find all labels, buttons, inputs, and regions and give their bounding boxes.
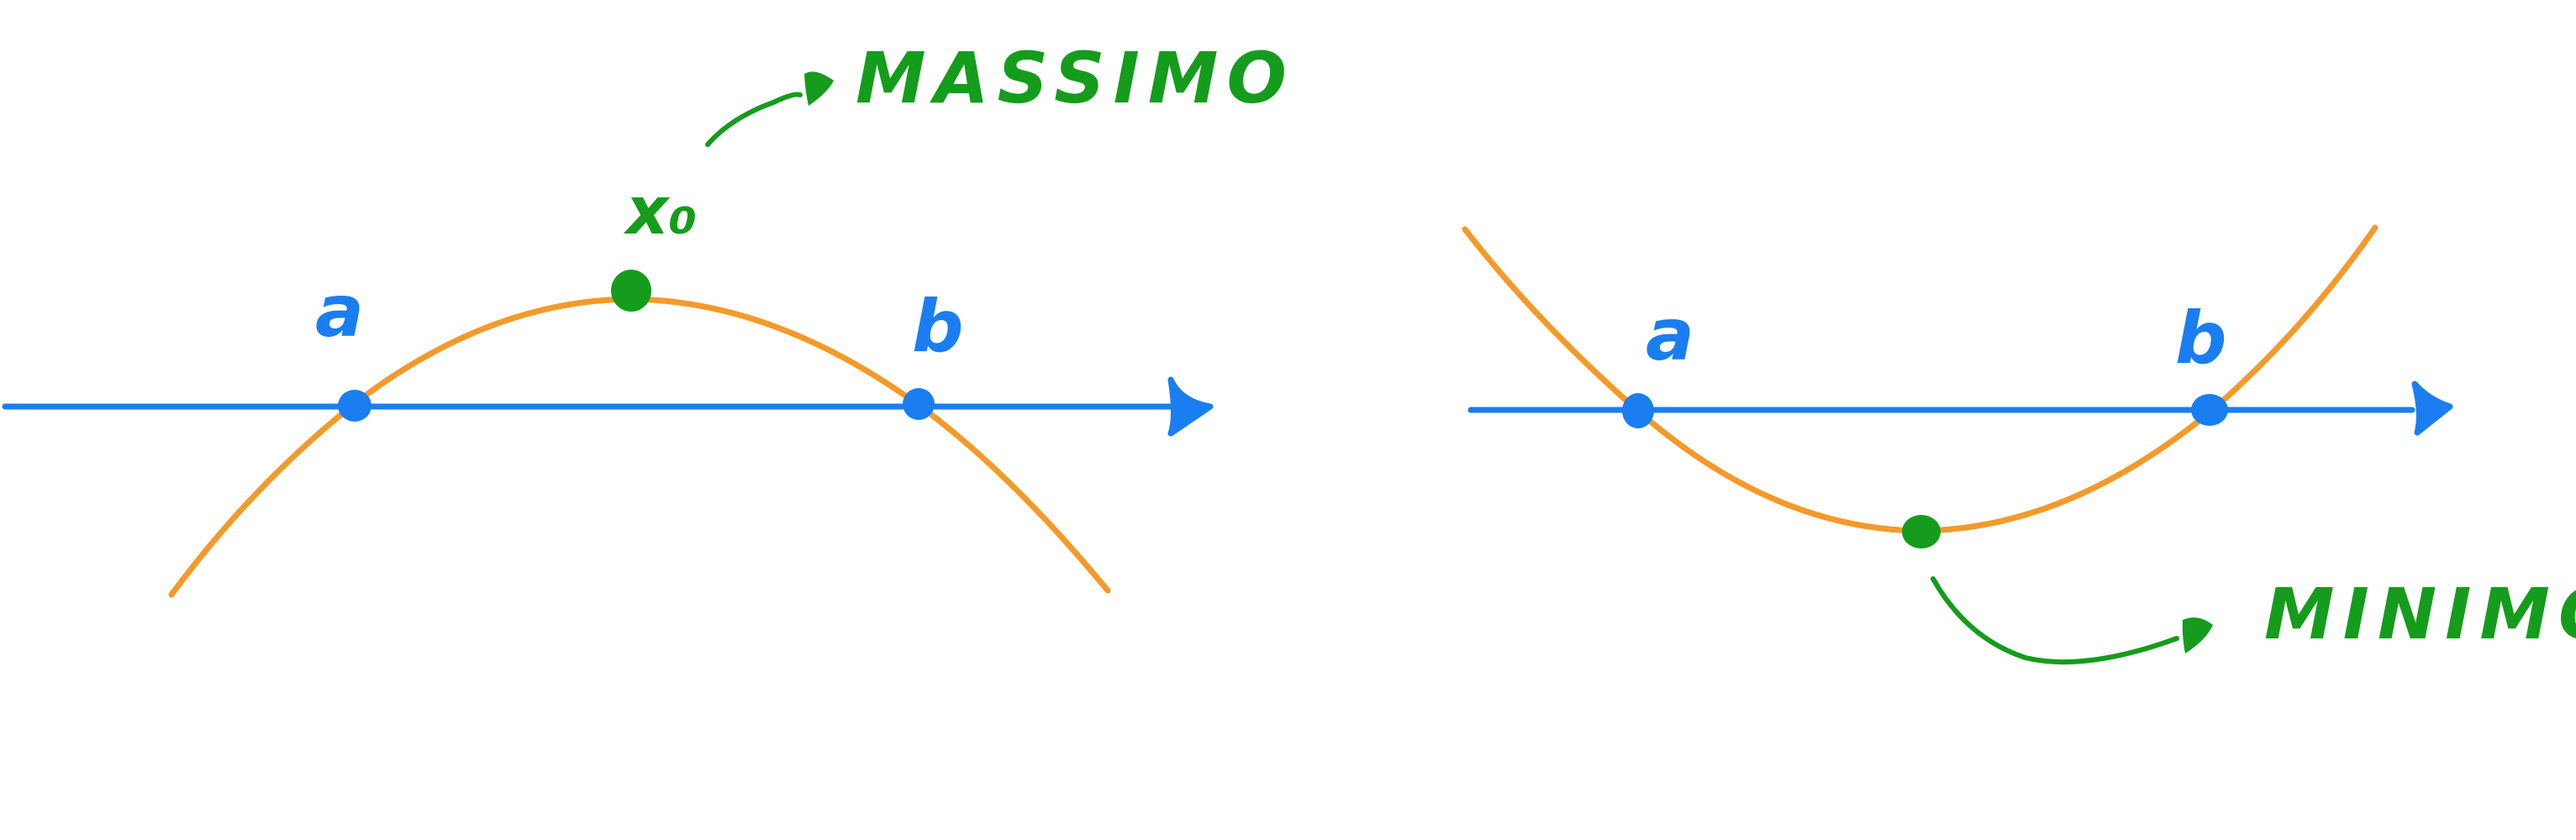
left-panel-maximum: a b x₀ MASSIMO [2,37,1295,598]
right-x-axis-arrowhead-icon [2411,381,2453,436]
right-label-minimo: MINIMO [2264,573,2576,655]
right-point-b [2191,394,2228,426]
left-label-x0: x₀ [623,174,697,249]
left-point-max [611,270,651,312]
left-annotation-arrowhead-icon [804,71,834,106]
left-x-axis-arrowhead-icon [1167,376,1214,437]
right-point-a [1622,393,1654,428]
right-panel-minimum: a b MINIMO [1462,224,2576,665]
left-label-b: b [912,285,964,369]
right-label-b: b [2175,297,2227,381]
left-point-b [903,388,935,420]
right-point-min [1902,515,1941,549]
right-curve-parabola [1462,224,2378,534]
right-label-a: a [1646,293,1694,377]
left-point-a [338,390,371,422]
left-label-a: a [315,270,364,354]
left-label-massimo: MASSIMO [856,37,1295,119]
right-annotation-arrow [1931,576,2179,665]
left-annotation-arrow [705,92,803,147]
left-curve-parabola [168,296,1111,598]
right-annotation-arrowhead-icon [2182,617,2213,654]
